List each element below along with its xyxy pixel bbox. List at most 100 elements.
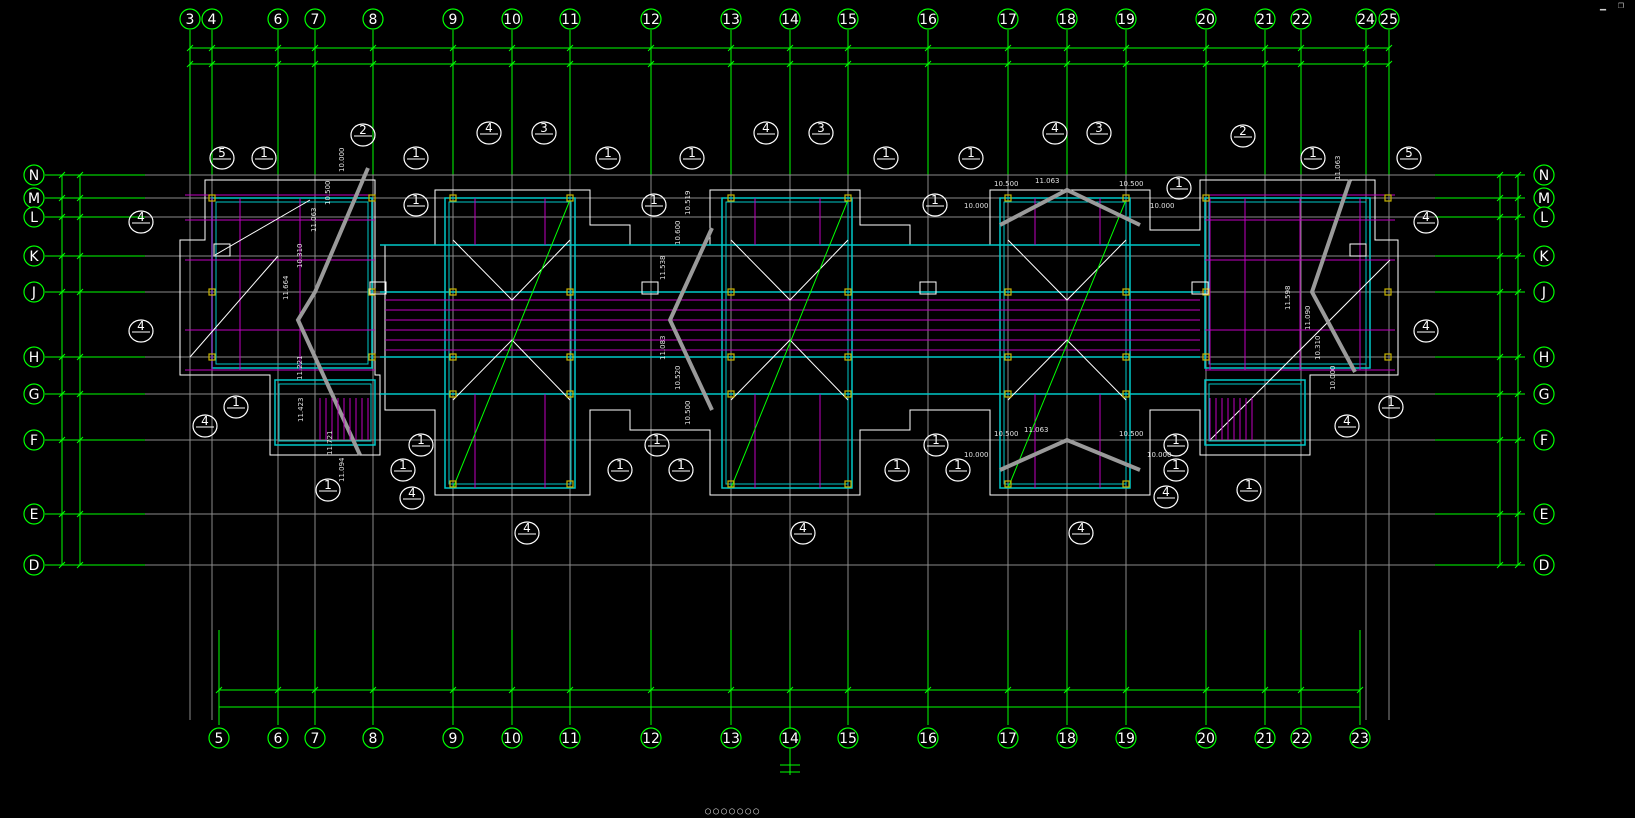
shaft-box: [641, 281, 659, 295]
column: [1384, 353, 1392, 361]
section-mark-circle: [1396, 146, 1422, 170]
dim-tick: [274, 60, 282, 68]
dim-tick: [1297, 44, 1305, 52]
dim-tick: [566, 60, 574, 68]
section-mark-number: 1: [260, 146, 268, 160]
dim-tick: [1202, 60, 1210, 68]
section-mark-circle: [679, 146, 705, 170]
axis-bubble-circle: [23, 245, 45, 267]
axis-bubble-label: 21: [1256, 731, 1274, 747]
column: [1122, 288, 1130, 296]
dim-tick: [311, 60, 319, 68]
axis-bubble-label: N: [29, 168, 39, 184]
axis-bubble-circle: [23, 554, 45, 576]
axis-bubble-label: N: [1539, 168, 1549, 184]
dim-tick: [647, 60, 655, 68]
restore-icon[interactable]: ❐: [1617, 0, 1625, 11]
section-mark: 1: [223, 395, 249, 419]
axis-bubble-circle: [1533, 554, 1555, 576]
axis-bubble-label: 25: [1380, 12, 1398, 28]
axis-bubble-circle: [1254, 727, 1276, 749]
wall-room-inner: [725, 201, 849, 485]
column: [368, 353, 376, 361]
axis-bubble-left: D: [23, 554, 45, 576]
dim-tick: [58, 194, 66, 202]
section-mark-circle: [753, 121, 779, 145]
section-mark-circle: [531, 121, 557, 145]
elevation-label: 10.500: [994, 180, 1019, 188]
elevation-label: 10.500: [1119, 180, 1144, 188]
dim-tick: [508, 44, 516, 52]
dim-tick: [727, 686, 735, 694]
section-mark-circle: [644, 433, 670, 457]
dim-tick: [508, 686, 516, 694]
axis-bubble-label: 6: [274, 731, 283, 747]
section-mark-number: 3: [817, 121, 825, 135]
section-mark: 4: [1068, 521, 1094, 545]
axis-bubble-top: 13: [720, 8, 742, 30]
section-mark-number: 1: [232, 395, 240, 409]
elevation-label: 10.500: [324, 181, 332, 206]
dim-tick: [647, 44, 655, 52]
section-mark-number: 1: [882, 146, 890, 160]
section-mark-number: 1: [616, 458, 624, 472]
axis-bubble-circle: [1533, 281, 1555, 303]
dim-tick: [1514, 213, 1522, 221]
section-mark: 1: [607, 458, 633, 482]
axis-bubble-circle: [1533, 383, 1555, 405]
elevation-label: 10.310: [1314, 336, 1322, 361]
wall-room-inner: [215, 201, 369, 365]
axis-bubble-bottom: 6: [267, 727, 289, 749]
axis-bubble-bottom: 23: [1349, 727, 1371, 749]
shaft-box: [919, 281, 937, 295]
axis-bubble-label: 13: [722, 12, 740, 28]
column: [727, 353, 735, 361]
dim-tick: [1496, 561, 1504, 569]
dim-tick: [76, 171, 84, 179]
section-mark-circle: [128, 210, 154, 234]
axis-bubble-circle: [1115, 8, 1137, 30]
column: [1004, 288, 1012, 296]
dim-tick: [1004, 60, 1012, 68]
section-mark: 1: [958, 146, 984, 170]
elevation-label: 10.600: [674, 221, 682, 246]
axis-bubble-label: 12: [642, 12, 660, 28]
section-mark: 1: [668, 458, 694, 482]
axis-bubble-circle: [1056, 8, 1078, 30]
dim-tick: [924, 686, 932, 694]
dim-tick: [76, 561, 84, 569]
elevation-label: 10.000: [964, 202, 989, 210]
section-mark-circle: [350, 123, 376, 147]
dim-tick: [924, 44, 932, 52]
axis-bubble-left: M: [23, 187, 45, 209]
roof-hip-line: [1007, 339, 1127, 401]
section-mark-number: 1: [412, 193, 420, 207]
minimize-icon[interactable]: ▁: [1599, 0, 1607, 11]
section-mark-circle: [390, 458, 416, 482]
dim-tick: [215, 686, 223, 694]
axis-bubble-circle: [1195, 8, 1217, 30]
section-mark: 4: [128, 319, 154, 343]
section-mark: 1: [1300, 146, 1326, 170]
axis-bubble-label: 9: [449, 731, 458, 747]
axis-bubble-top: 14: [779, 8, 801, 30]
column: [1004, 194, 1012, 202]
section-mark-number: 1: [954, 458, 962, 472]
axis-bubble-left: N: [23, 164, 45, 186]
stair-line: [667, 227, 714, 411]
section-mark: 3: [531, 121, 557, 145]
axis-bubble-top: 10: [501, 8, 523, 30]
axis-bubble-label: 9: [449, 12, 458, 28]
axis-bubble-circle: [997, 8, 1019, 30]
axis-bubble-label: 14: [781, 731, 799, 747]
axis-bubble-label: F: [30, 433, 38, 449]
dim-tick: [1362, 60, 1370, 68]
axis-bubble-circle: [1533, 245, 1555, 267]
axis-bubble-left: J: [23, 281, 45, 303]
dim-tick: [1004, 44, 1012, 52]
roof-hip-line: [189, 255, 279, 358]
section-mark-circle: [923, 433, 949, 457]
axis-bubble-top: 19: [1115, 8, 1137, 30]
section-mark-circle: [315, 478, 341, 502]
column: [844, 480, 852, 488]
